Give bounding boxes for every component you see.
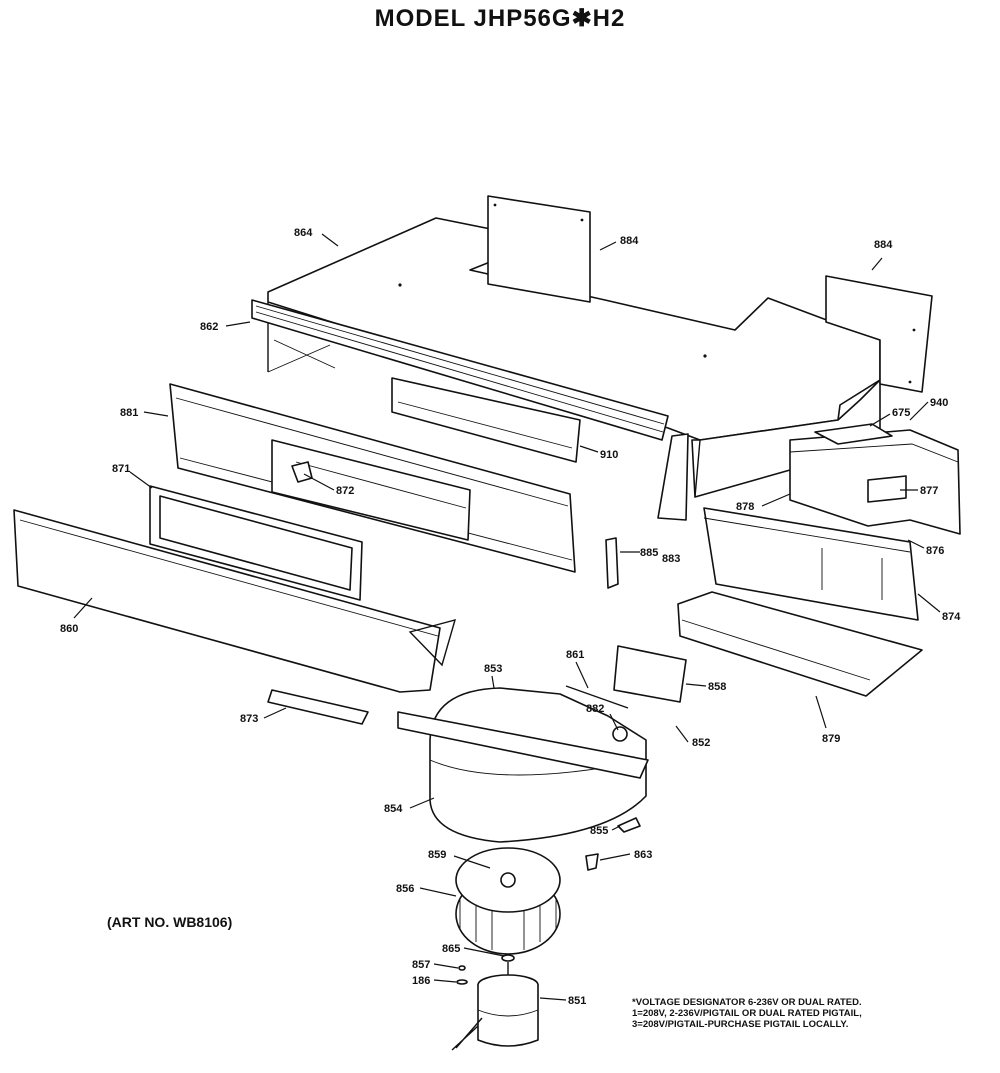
part-label-861: 861 [566, 649, 584, 661]
leader-lines [73, 233, 941, 1001]
part-label-881: 881 [120, 407, 138, 419]
part-label-871: 871 [112, 463, 130, 475]
part-labels: 864 884 884 862 881 910 871 872 675 940 … [60, 227, 961, 1007]
voltage-note-line-1: *VOLTAGE DESIGNATOR 6-236V OR DUAL RATED… [632, 997, 862, 1008]
voltage-note: *VOLTAGE DESIGNATOR 6-236V OR DUAL RATED… [632, 997, 972, 1030]
part-label-675: 675 [892, 407, 910, 419]
control-box-part [789, 423, 961, 535]
part-label-874: 874 [942, 611, 961, 623]
clip-part [605, 537, 619, 589]
inner-front-panel-part [169, 383, 576, 573]
part-label-854: 854 [384, 803, 403, 815]
part-label-856: 856 [396, 883, 414, 895]
part-label-862: 862 [200, 321, 218, 333]
filter-bracket-part [391, 377, 581, 463]
fastener-part [585, 817, 641, 871]
voltage-note-line-3: 3=208V/PIGTAIL-PURCHASE PIGTAIL LOCALLY. [632, 1019, 849, 1030]
part-label-885: 885 [640, 547, 658, 559]
part-label-876: 876 [926, 545, 944, 557]
part-label-878: 878 [736, 501, 754, 513]
part-label-863: 863 [634, 849, 652, 861]
part-label-860: 860 [60, 623, 78, 635]
duct-panel-part [703, 507, 919, 621]
access-plate-part [613, 645, 687, 703]
washer-part [456, 954, 515, 985]
mounting-bracket-part [267, 689, 369, 725]
part-label-853: 853 [484, 663, 502, 675]
rod-part [565, 685, 629, 709]
part-label-882: 882 [586, 703, 604, 715]
part-label-883: 883 [662, 553, 680, 565]
back-panel-part [487, 195, 591, 303]
art-number: (ART NO. WB8106) [107, 914, 233, 930]
part-label-884-back: 884 [620, 235, 639, 247]
blower-housing-part [397, 687, 649, 843]
part-label-910: 910 [600, 449, 618, 461]
front-rail-part [251, 299, 669, 441]
front-grille-part [13, 509, 457, 693]
part-label-884-side: 884 [874, 239, 893, 251]
blower-wheel-part [455, 847, 561, 955]
part-label-864: 864 [294, 227, 313, 239]
part-label-858: 858 [708, 681, 726, 693]
part-label-940: 940 [930, 397, 948, 409]
side-panel-part [825, 275, 933, 393]
part-label-873: 873 [240, 713, 258, 725]
voltage-note-line-2: 1=208V, 2-236V/PIGTAIL OR DUAL RATED PIG… [632, 1008, 862, 1019]
trim-frame-part [149, 485, 363, 601]
part-label-865: 865 [442, 943, 460, 955]
part-label-859: 859 [428, 849, 446, 861]
part-label-852: 852 [692, 737, 710, 749]
part-label-186: 186 [412, 975, 430, 987]
part-label-857: 857 [412, 959, 430, 971]
side-bracket-part [657, 433, 689, 521]
part-label-872: 872 [336, 485, 354, 497]
bottom-tray-part [677, 591, 923, 697]
part-label-851: 851 [568, 995, 586, 1007]
part-label-877: 877 [920, 485, 938, 497]
page-title: MODEL JHP56G✱H2 [374, 5, 626, 32]
part-label-855: 855 [590, 825, 608, 837]
part-label-879: 879 [822, 733, 840, 745]
motor-part [451, 962, 539, 1051]
